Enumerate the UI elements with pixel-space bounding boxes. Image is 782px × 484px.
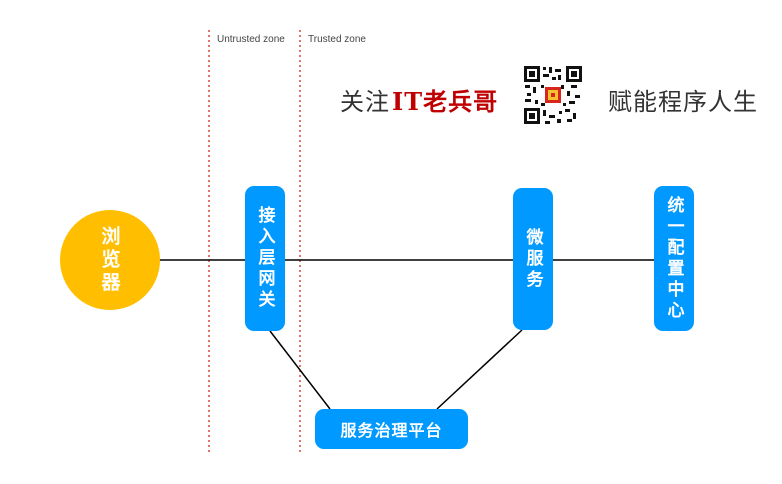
banner-brand-text: IT老兵哥	[392, 87, 499, 116]
browser-node: 浏览器	[60, 210, 160, 310]
untrusted-zone-label: Untrusted zone	[217, 34, 285, 45]
qr-code-icon	[523, 65, 583, 125]
gateway-to-governance-connector	[269, 330, 331, 410]
microservice-node: 微服务	[513, 188, 553, 330]
banner-slogan-text: 赋能程序人生	[608, 88, 758, 116]
banner-follow-text: 关注	[340, 88, 390, 116]
microservice-to-governance-connector	[436, 329, 523, 410]
config-center-node: 统一配置中心	[654, 186, 694, 331]
service-governance-node: 服务治理平台	[315, 409, 468, 449]
trusted-zone-label: Trusted zone	[308, 34, 366, 45]
access-gateway-node: 接入层网关	[245, 186, 285, 331]
